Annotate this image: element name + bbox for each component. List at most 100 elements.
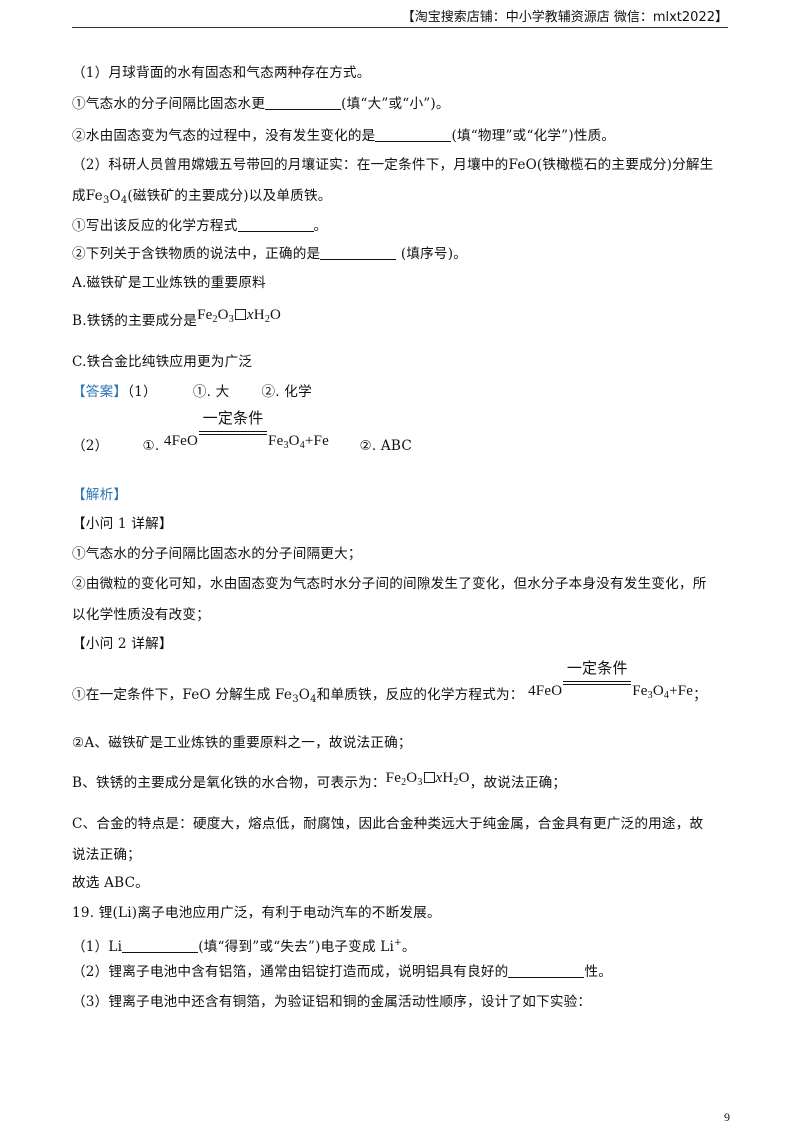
- text-span: 。: [401, 939, 416, 955]
- analysis-text: ②由微粒的变化可知，水由固态变为气态时水分子间的间隙发生了变化，但水分子本身没有…: [72, 576, 707, 592]
- answer-item: ①. 大: [192, 384, 230, 400]
- answer-line-1: 【答案】（1） ①. 大 ②. 化学: [72, 382, 728, 402]
- answer-blank[interactable]: [508, 963, 585, 978]
- text-span: 成Fe: [72, 188, 103, 204]
- formula-part: +Fe: [304, 433, 329, 449]
- reaction-condition: 一定条件: [199, 409, 268, 448]
- subscript: 2: [212, 314, 218, 325]
- part2-intro-line1: （2）科研人员曾用嫦娥五号带回的月壤证实：在一定条件下，月壤中的FeO(铁橄榄石…: [72, 157, 714, 173]
- part1-q2-text: ②水由固态变为气态的过程中，没有发生变化的是: [72, 128, 376, 144]
- text-span: 和单质铁，反应的化学方程式为：: [316, 687, 524, 703]
- text-span: O: [298, 687, 311, 703]
- subscript: 4: [310, 694, 317, 705]
- text-span: （2）锂离子电池中含有铝箔，通常由铝锭打造而成，说明铝具有良好的: [72, 964, 509, 980]
- subscript: 2: [401, 777, 407, 788]
- text-span: (填序号)。: [396, 246, 467, 262]
- option-b-text: B.铁锈的主要成分是: [72, 313, 198, 329]
- analysis-text: 说法正确；: [72, 847, 141, 863]
- placeholder-box-icon: [234, 309, 246, 320]
- condition-label: 一定条件: [566, 659, 628, 677]
- formula-part: H: [442, 770, 454, 786]
- equation-bar: [199, 434, 268, 435]
- part2-q1-text: ①写出该反应的化学方程式: [72, 218, 238, 234]
- equation-bar: [563, 684, 632, 685]
- subscript: 4: [299, 440, 305, 451]
- text-span: （1）Li: [72, 939, 123, 955]
- text-span: ，故说法正确；: [469, 775, 567, 791]
- subscript: 2: [264, 314, 271, 325]
- equation-bar: [199, 431, 268, 432]
- text-span: 性。: [584, 964, 613, 980]
- analysis-text: C、合金的特点是：硬度大，熔点低，耐腐蚀，因此合金种类远大于纯金属，合金具有更广…: [72, 816, 704, 832]
- answer-blank[interactable]: [122, 938, 199, 953]
- analysis-conclusion: 故选 ABC。: [72, 875, 149, 891]
- formula-part: x: [246, 307, 254, 323]
- formula-part: 4FeO: [163, 433, 199, 449]
- analysis-equation-line: ①在一定条件下，FeO 分解生成 Fe3O4和单质铁，反应的化学方程式为： 4F…: [72, 659, 728, 710]
- analysis-text: ②A、磁铁矿是工业炼铁的重要原料之一，故说法正确；: [72, 735, 412, 751]
- subscript: 3: [647, 690, 653, 701]
- question-19-part2: （2）锂离子电池中含有铝箔，通常由铝锭打造而成，说明铝具有良好的 性。: [72, 962, 728, 982]
- formula-part: 4FeO: [528, 683, 563, 699]
- analysis-text: 以化学性质没有改变；: [72, 607, 210, 623]
- part2-q2-text: ②下列关于含铁物质的说法中，正确的是: [72, 246, 321, 262]
- subscript: 3: [228, 314, 234, 325]
- text-span: （1）: [127, 384, 157, 400]
- subscript: 3: [102, 195, 110, 206]
- text-span: ；: [693, 687, 707, 703]
- subscript: 4: [663, 690, 670, 701]
- header-rule: [72, 27, 728, 28]
- question-19-part3: （3）锂离子电池中还含有铜箔，为验证铝和铜的金属活动性顺序，设计了如下实验：: [72, 994, 592, 1010]
- subscript: 4: [120, 195, 128, 206]
- text-span: （2）: [72, 438, 109, 454]
- formula-part: O: [458, 770, 470, 786]
- part1-intro: （1）月球背面的水有固态和气态两种存在方式。: [72, 65, 371, 81]
- formula-part: Fe: [385, 770, 402, 786]
- answer-blank[interactable]: [375, 127, 452, 142]
- answer-tag: 【答案】: [72, 384, 128, 400]
- option-a: A.磁铁矿是工业炼铁的重要原料: [72, 275, 266, 291]
- page-header: 【淘宝搜索店铺：中小学教辅资源店 微信：mlxt2022】: [401, 10, 728, 25]
- formula-part: O: [270, 307, 282, 323]
- subscript: 3: [417, 777, 423, 788]
- text-span: O: [109, 188, 121, 204]
- formula-part: Fe: [632, 683, 648, 699]
- answer-item: ②. ABC: [359, 438, 412, 454]
- text-span: B、铁锈的主要成分是氧化铁的水合物，可表示为：: [72, 775, 386, 791]
- part2-q2: ②下列关于含铁物质的说法中，正确的是 (填序号)。: [72, 244, 728, 264]
- formula-part: x: [435, 770, 443, 786]
- condition-label: 一定条件: [202, 409, 264, 427]
- subscript: 3: [292, 694, 299, 705]
- formula-part: Fe: [197, 307, 213, 323]
- answer-blank[interactable]: [265, 95, 342, 110]
- text-span: ①在一定条件下，FeO 分解生成 Fe: [72, 687, 293, 703]
- reaction-condition: 一定条件: [563, 659, 632, 698]
- part1-q1-hint: (填“大”或“小”)。: [341, 96, 450, 112]
- answer-item: ②. 化学: [261, 384, 312, 400]
- question-19-title: 19. 锂(Li)离子电池应用广泛，有利于电动汽车的不断发展。: [72, 905, 441, 921]
- answer-blank[interactable]: [237, 217, 314, 232]
- part1-q2: ②水由固态变为气态的过程中，没有发生变化的是 (填“物理”或“化学”)性质。: [72, 126, 728, 146]
- formula-part: O: [652, 683, 664, 699]
- part2-intro-line2: 成Fe3O4(磁铁矿的主要成分)以及单质铁。: [72, 186, 728, 211]
- formula-part: O: [217, 307, 229, 323]
- text-span: 。: [313, 218, 328, 234]
- subsection-2-heading: 【小问 2 详解】: [72, 636, 173, 652]
- placeholder-box-icon: [423, 772, 435, 783]
- analysis-text: ①气态水的分子间隔比固态水的分子间隔更大；: [72, 546, 362, 562]
- formula-part: Fe: [268, 433, 284, 449]
- part1-q2-hint: (填“物理”或“化学”)性质。: [451, 128, 616, 144]
- answer-item: ①.: [142, 438, 160, 454]
- formula-part: +Fe: [669, 683, 694, 699]
- formula-part: H: [253, 307, 265, 323]
- answer-blank[interactable]: [320, 245, 397, 260]
- page-number: 9: [724, 1110, 730, 1124]
- subscript: 3: [283, 440, 289, 451]
- option-c: C.铁合金比纯铁应用更为广泛: [72, 354, 253, 370]
